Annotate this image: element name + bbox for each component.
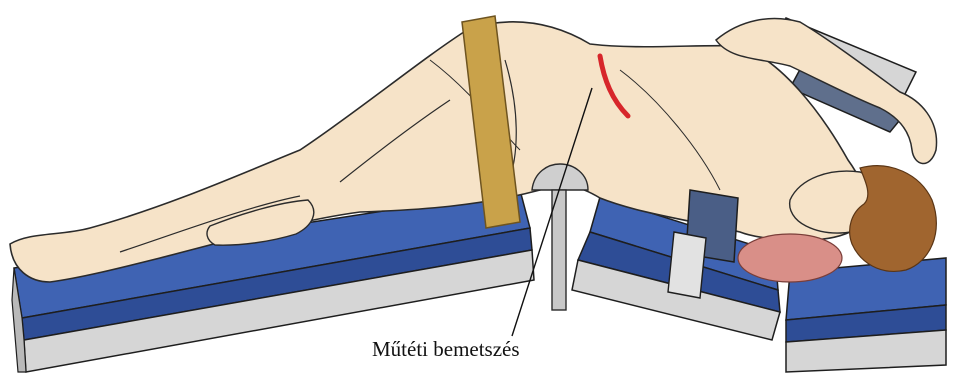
head-pillow bbox=[738, 234, 842, 282]
incision-label: Műtéti bemetszés bbox=[372, 337, 520, 362]
